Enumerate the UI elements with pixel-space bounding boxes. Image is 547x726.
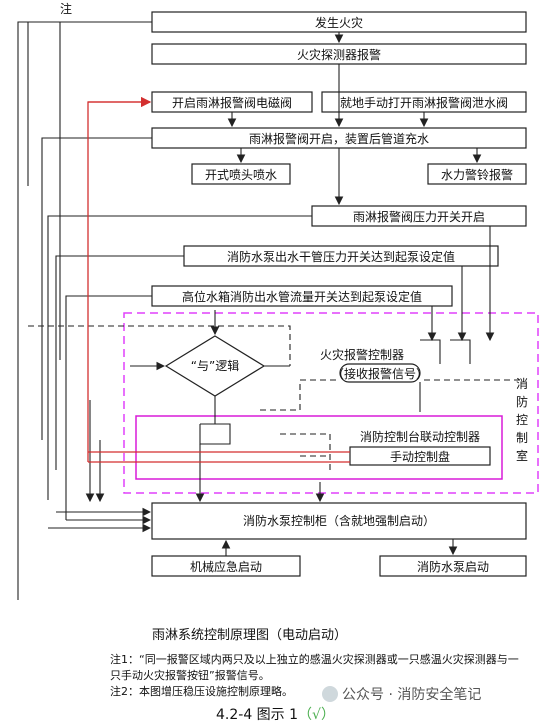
note-2: 注2：本图增压稳压设施控制原理略。 — [110, 685, 293, 698]
box-manual-drain: 就地手动打开雨淋报警阀泄水阀 — [321, 91, 527, 113]
box-valve-open: 雨淋报警阀开启，装置后管道充水 — [151, 127, 527, 149]
watermark: 公众号 · 消防安全笔记 — [322, 684, 481, 704]
svg-text:防: 防 — [516, 394, 528, 409]
box-solenoid: 开启雨淋报警阀电磁阀 — [151, 91, 313, 113]
svg-text:消防水泵启动: 消防水泵启动 — [417, 559, 489, 574]
svg-text:雨淋报警阀开启，装置后管道充水: 雨淋报警阀开启，装置后管道充水 — [249, 131, 429, 146]
figure-number-text: 4.2-4 图示 1 — [216, 707, 299, 723]
svg-text:火灾探测器报警: 火灾探测器报警 — [297, 47, 381, 62]
linkage-controller-label: 消防控制台联动控制器 — [360, 429, 480, 444]
box-pressure-switch: 雨淋报警阀压力开关开启 — [311, 205, 527, 227]
svg-text:室: 室 — [516, 448, 528, 463]
svg-text:火灾报警控制器: 火灾报警控制器 — [320, 347, 404, 362]
box-pump-cabinet: 消防水泵控制柜（含就地强制启动） — [151, 502, 527, 540]
box-pump-pressure: 消防水泵出水干管压力开关达到起泵设定值 — [183, 245, 499, 267]
svg-text:发生火灾: 发生火灾 — [315, 15, 363, 30]
svg-text:消: 消 — [516, 377, 528, 391]
box-open-sprinkler: 开式喷头喷水 — [191, 163, 291, 185]
svg-text:控: 控 — [516, 413, 528, 427]
and-logic-diamond: “与”逻辑 — [164, 335, 266, 397]
control-room-label: 消 防 控 制 室 — [516, 377, 528, 463]
figure-number: 4.2-4 图示 1（√） — [216, 704, 335, 724]
svg-text:手动控制盘: 手动控制盘 — [390, 449, 450, 464]
svg-text:雨淋报警阀压力开关开启: 雨淋报警阀压力开关开启 — [353, 209, 485, 224]
box-mech-start: 机械应急启动 — [151, 555, 301, 577]
connector-lines — [17, 21, 495, 600]
svg-text:开启雨淋报警阀电磁阀: 开启雨淋报警阀电磁阀 — [172, 95, 292, 110]
svg-text:机械应急启动: 机械应急启动 — [190, 559, 262, 574]
watermark-text: 公众号 · 消防安全笔记 — [342, 687, 482, 703]
box-water-bell: 水力警铃报警 — [427, 163, 527, 185]
diagram-caption: 雨淋系统控制原理图（电动启动） — [152, 628, 348, 643]
svg-text:（接收报警信号）: （接收报警信号） — [332, 366, 428, 381]
fire-alarm-controller: 火灾报警控制器 （接收报警信号） — [320, 347, 428, 383]
svg-text:制: 制 — [516, 431, 528, 445]
notes: 注1：“同一报警区域内两只及以上独立的感温火灾探测器或一只感温火灾探测器与一只手… — [110, 652, 520, 700]
svg-text:开式喷头喷水: 开式喷头喷水 — [205, 168, 277, 182]
svg-text:消防水泵出水干管压力开关达到起泵设定值: 消防水泵出水干管压力开关达到起泵设定值 — [227, 249, 455, 264]
box-fire: 发生火灾 — [151, 11, 527, 33]
red-signal-lines — [87, 96, 350, 463]
note-mark: 注 — [60, 1, 72, 16]
control-diagram: 发生火灾 火灾探测器报警 开启雨淋报警阀电磁阀 就地手动打开雨淋报警阀泄水阀 雨… — [17, 1, 539, 600]
control-room-region — [123, 312, 539, 494]
svg-text:“与”逻辑: “与”逻辑 — [191, 359, 239, 373]
svg-text:消防水泵控制柜（含就地强制启动）: 消防水泵控制柜（含就地强制启动） — [243, 513, 435, 528]
check-mark: （√） — [298, 707, 335, 723]
wechat-icon — [322, 686, 338, 702]
box-pump-start: 消防水泵启动 — [379, 555, 527, 577]
box-tank-flow: 高位水箱消防出水管流量开关达到起泵设定值 — [151, 285, 453, 307]
svg-text:水力警铃报警: 水力警铃报警 — [441, 167, 513, 182]
linkage-region — [135, 415, 503, 480]
svg-text:就地手动打开雨淋报警阀泄水阀: 就地手动打开雨淋报警阀泄水阀 — [340, 95, 508, 110]
box-detector-alarm: 火灾探测器报警 — [151, 43, 527, 65]
svg-text:高位水箱消防出水管流量开关达到起泵设定值: 高位水箱消防出水管流量开关达到起泵设定值 — [182, 289, 422, 304]
note-1: 注1：“同一报警区域内两只及以上独立的感温火灾探测器或一只感温火灾探测器与一只手… — [110, 653, 519, 682]
box-manual-panel: 手动控制盘 — [349, 446, 491, 466]
dashed-signal-lines — [28, 325, 520, 470]
